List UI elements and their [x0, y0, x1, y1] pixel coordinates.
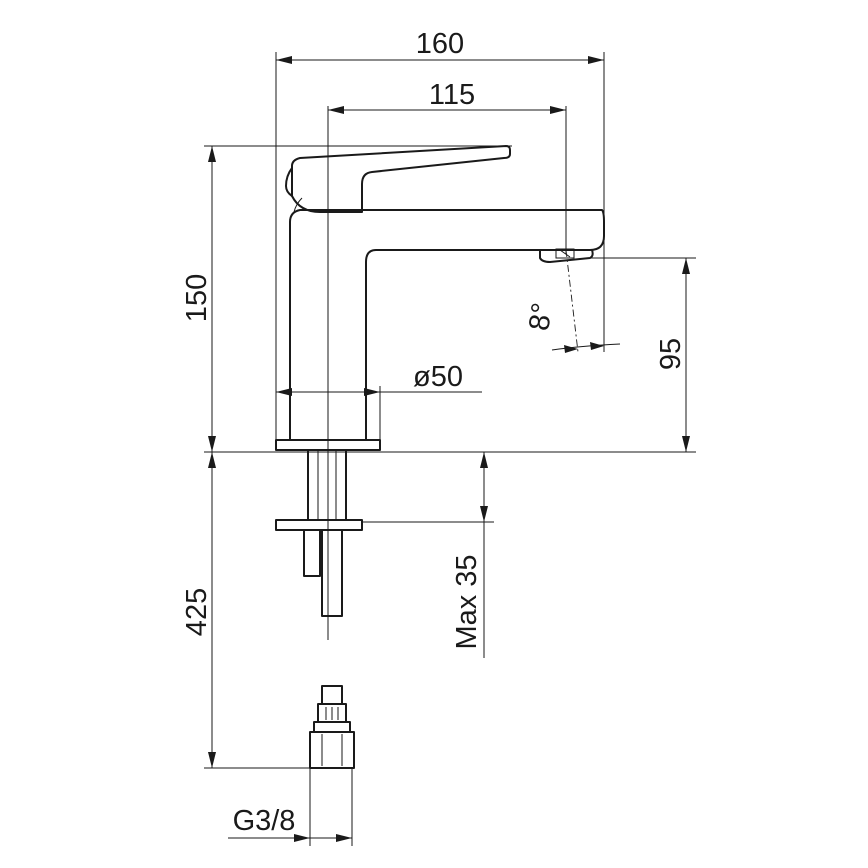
lever-handle: [291, 145, 511, 213]
overall-width-label: 160: [416, 28, 464, 60]
spout-reach-label: 115: [429, 79, 475, 111]
spout-angle-line: [565, 249, 579, 353]
connection-thread-label: G3/8: [233, 805, 296, 837]
deck-thickness-label: Max 35: [451, 554, 483, 649]
supply-hose: [321, 529, 343, 617]
hose-length-label: 425: [181, 588, 213, 636]
faucet-body: [275, 145, 605, 451]
spout-height-label: 95: [655, 338, 687, 370]
dimension-hose-length: 425: [181, 452, 216, 768]
dimension-spout-height: 95: [655, 258, 690, 452]
mounting-hardware: [275, 449, 363, 769]
dimension-deck-thickness: Max 35: [451, 452, 488, 658]
fixing-rod: [303, 529, 321, 577]
dimension-total-height: 150: [181, 146, 216, 452]
base-diameter-label: ø50: [413, 361, 463, 393]
threaded-stud: [307, 449, 347, 521]
faucet-column: [289, 209, 605, 440]
dimension-base-diameter: ø50: [276, 361, 482, 446]
washer-plate: [275, 519, 363, 531]
dimension-spout-angle: 8°: [523, 301, 621, 353]
dimension-connection-thread: G3/8: [228, 805, 352, 842]
dimension-spout-reach: 115: [328, 79, 566, 114]
dimension-overall-width: 160: [276, 28, 604, 64]
extension-lines: [204, 52, 696, 846]
spout-angle-label: 8°: [523, 301, 559, 333]
aerator: [539, 248, 594, 263]
hose-fitting: [309, 685, 355, 769]
handle-transition: [293, 197, 303, 213]
total-height-label: 150: [181, 274, 213, 322]
handle-cap: [285, 167, 293, 197]
